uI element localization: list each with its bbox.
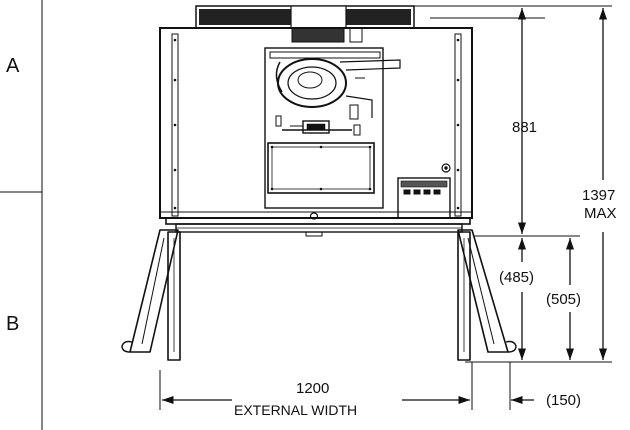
dim-label-1397: 1397 [582,187,615,204]
dim-label-881: 881 [512,119,537,136]
cabinet-screws [173,38,460,210]
zone-label-a: A [6,55,20,77]
extension-lines [159,5,612,410]
blower-assembly [264,47,401,209]
control-strip [282,120,352,134]
access-panel-screws [270,145,372,191]
dim-label-max: MAX [584,205,617,222]
zone-label-b: B [6,313,19,335]
access-panel [267,142,375,194]
zone-border [0,0,43,430]
terminal-box [397,163,451,219]
dim-label-150: (150) [546,392,581,409]
base-frame [165,212,471,237]
dim-label-485: (485) [499,269,534,286]
dim-label-external-width: EXTERNAL WIDTH [234,402,357,418]
dim-label-505: (505) [546,291,581,308]
top-grille [195,5,415,43]
right-leg [457,229,517,361]
left-leg [121,229,181,361]
dim-label-1200: 1200 [296,380,329,397]
